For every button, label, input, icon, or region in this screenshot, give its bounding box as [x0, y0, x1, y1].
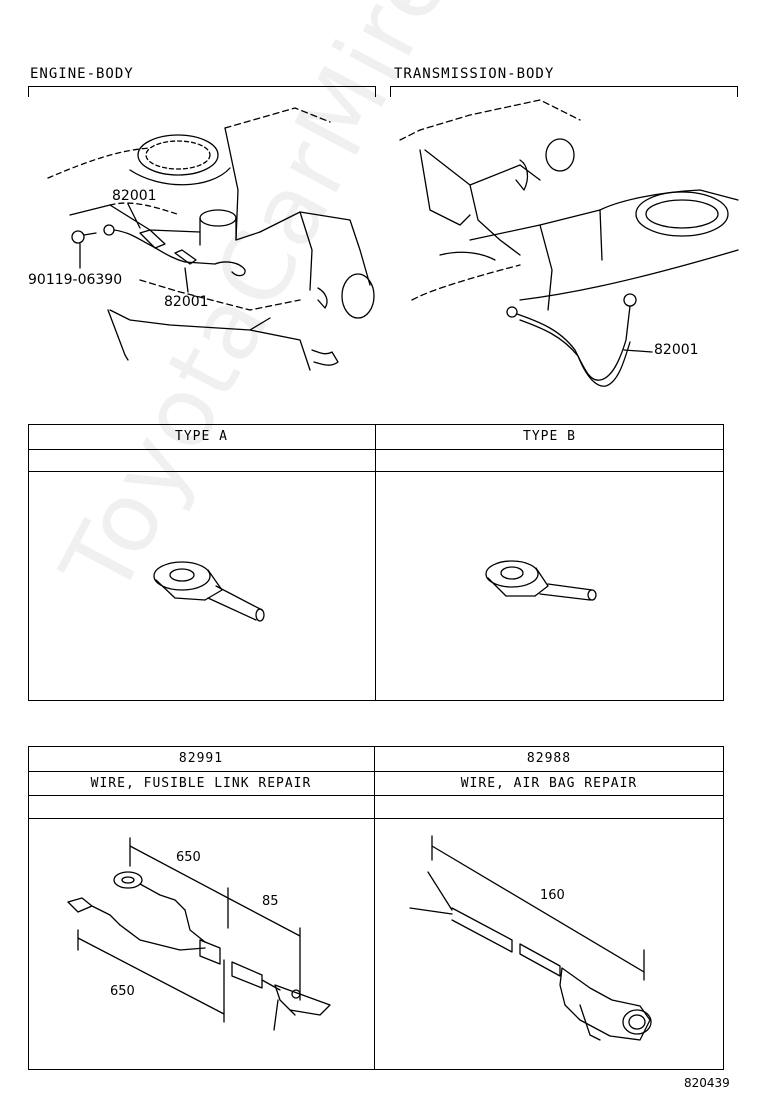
type-b-terminal-illustration — [485, 560, 597, 601]
type-table-divider — [375, 424, 376, 701]
repair-wire-table — [28, 746, 724, 1070]
transmission-part-label: 82001 — [654, 342, 699, 358]
engine-body-bracket — [28, 86, 376, 97]
fusible-link-part-name: WIRE, FUSIBLE LINK REPAIR — [90, 775, 312, 791]
figure-id: 820439 — [684, 1076, 730, 1090]
transmission-body-illustration — [399, 99, 739, 387]
air-bag-wire-illustration — [409, 835, 652, 1041]
type-table-row-line-2 — [28, 471, 724, 472]
engine-bolt-label: 90119-06390 — [28, 272, 123, 288]
fusible-link-wire-illustration — [67, 837, 331, 1031]
type-b-header: TYPE B — [523, 429, 576, 444]
terminal-type-table — [28, 424, 724, 701]
fusible-dim-side: 85 — [262, 894, 279, 909]
engine-body-illustration — [47, 107, 375, 371]
transmission-body-bracket — [390, 86, 738, 97]
fusible-link-part-number: 82991 — [178, 751, 224, 766]
type-a-header: TYPE A — [175, 429, 228, 444]
repair-table-row-line-3 — [28, 818, 724, 819]
repair-table-row-line-1 — [28, 771, 724, 772]
engine-part-label-bottom: 82001 — [164, 294, 209, 310]
transmission-body-title: TRANSMISSION-BODY — [394, 66, 555, 82]
engine-part-label-top: 82001 — [112, 188, 157, 204]
type-a-terminal-illustration — [153, 561, 265, 622]
fusible-dim-bottom: 650 — [110, 984, 135, 999]
engine-body-title: ENGINE-BODY — [30, 66, 134, 82]
airbag-dim: 160 — [540, 888, 565, 903]
air-bag-part-number: 82988 — [526, 751, 572, 766]
air-bag-part-name: WIRE, AIR BAG REPAIR — [460, 775, 638, 791]
type-table-row-line-1 — [28, 449, 724, 450]
repair-table-divider — [374, 746, 375, 1070]
fusible-dim-top: 650 — [176, 850, 201, 865]
repair-table-row-line-2 — [28, 795, 724, 796]
